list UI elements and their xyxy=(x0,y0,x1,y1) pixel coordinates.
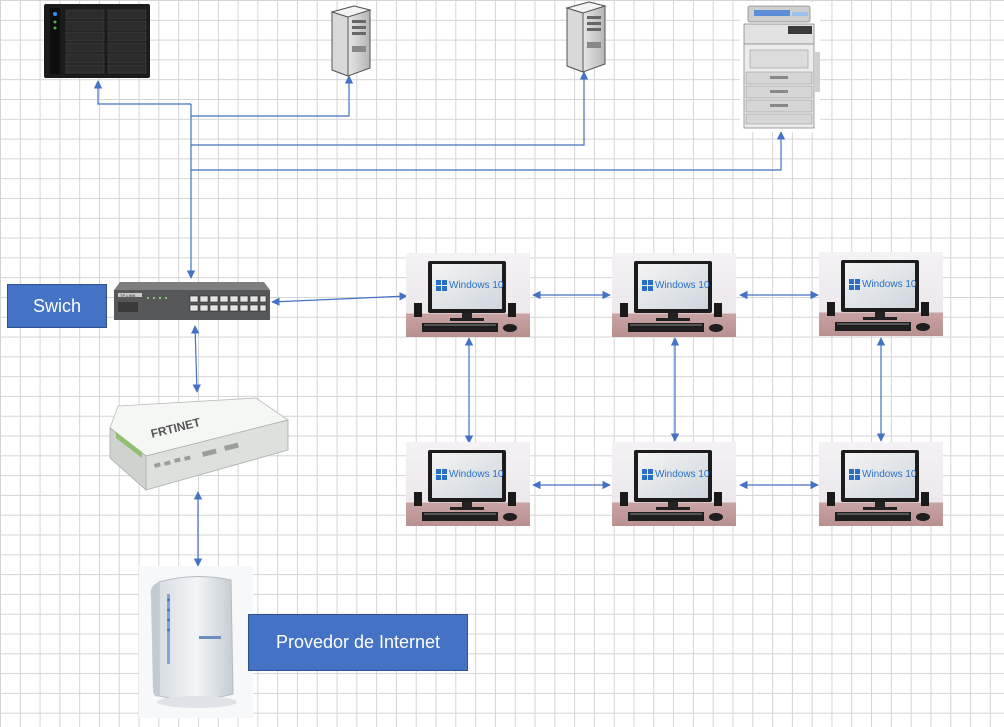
firewall-appliance-icon: FRTINET xyxy=(109,397,289,491)
connector-switch-firewall xyxy=(191,325,201,393)
isp-label: Provedor de Internet xyxy=(248,614,468,671)
tower-server-icon xyxy=(566,1,606,73)
tower-server-icon xyxy=(331,5,371,77)
windows-label: Windows 10 xyxy=(862,469,917,480)
multifunction-printer-icon xyxy=(740,2,820,132)
connector-server2 xyxy=(191,71,589,146)
windows-pc-icon: Windows 10 xyxy=(406,442,530,526)
switch-label: Swich xyxy=(7,284,107,328)
windows-label: Windows 10 xyxy=(655,469,710,480)
windows-label: Windows 10 xyxy=(449,280,504,291)
windows-pc-icon: Windows 10 xyxy=(612,442,736,526)
windows-label: Windows 10 xyxy=(862,279,917,290)
network-switch-icon: TP-LINK xyxy=(114,282,270,320)
connector-printer xyxy=(191,131,786,171)
connector-switch-pc1 xyxy=(271,292,408,306)
connector-server1 xyxy=(191,75,354,117)
connector-nas xyxy=(93,80,191,105)
nas-storage-icon xyxy=(44,4,150,78)
connectors xyxy=(93,71,886,567)
windows-pc-icon: Windows 10 xyxy=(819,442,943,526)
windows-pc-icon: Windows 10 xyxy=(819,252,943,336)
switch-brand: TP-LINK xyxy=(120,293,136,298)
windows-label: Windows 10 xyxy=(655,280,710,291)
windows-pc-icon: Windows 10 xyxy=(612,253,736,337)
modem-icon xyxy=(139,566,253,718)
windows-pc-icon: Windows 10 xyxy=(406,253,530,337)
windows-label: Windows 10 xyxy=(449,469,504,480)
